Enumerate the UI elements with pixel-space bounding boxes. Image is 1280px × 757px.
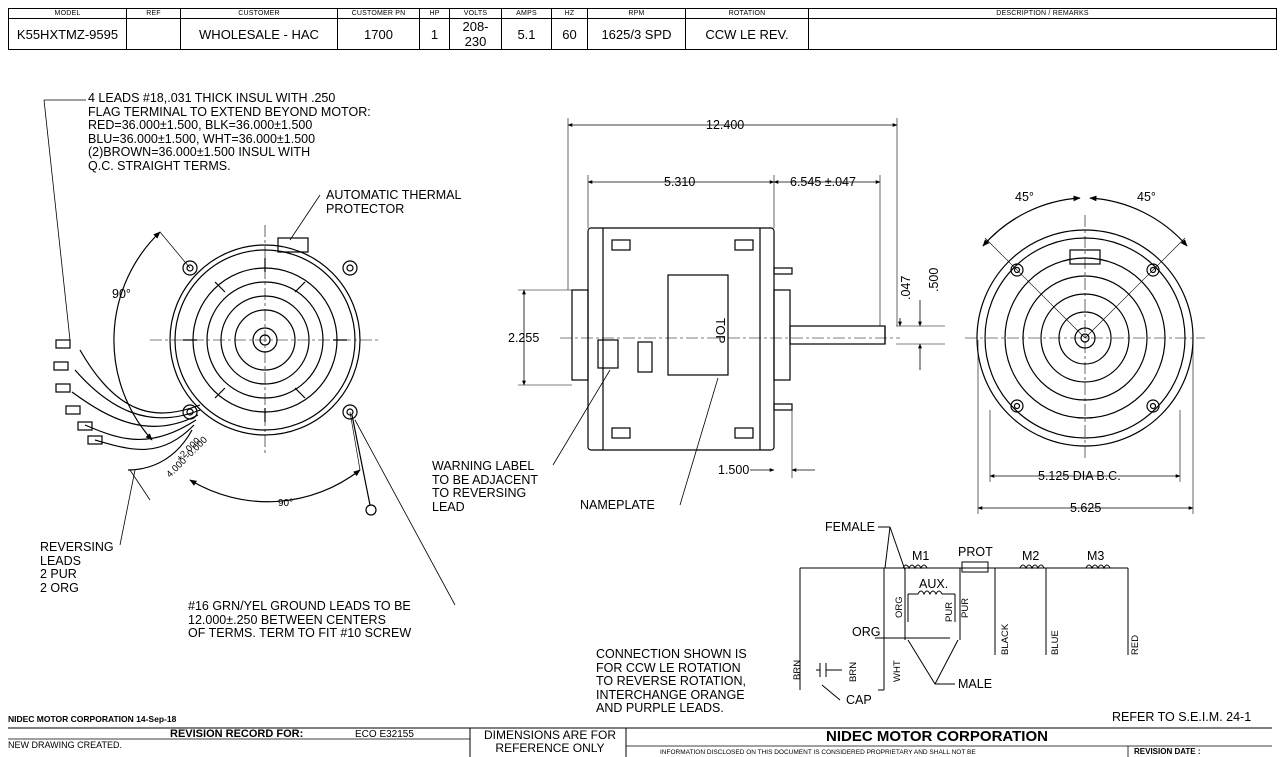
- thermal-protector-note: AUTOMATIC THERMAL PROTECTOR: [326, 188, 462, 216]
- customer-value: WHOLESALE - HAC: [180, 18, 338, 50]
- angle-90-left: 90°: [112, 287, 131, 301]
- revision-record-label: REVISION RECORD FOR:: [170, 728, 304, 740]
- eco-number: ECO E32155: [355, 729, 414, 740]
- top-mark: TOP: [713, 318, 727, 343]
- brn-label-a: BRN: [792, 660, 803, 680]
- dim-hub-diameter: 2.255: [508, 331, 539, 345]
- dim-shaft-length: 6.545 ±.047: [790, 175, 856, 189]
- nameplate-note: NAMEPLATE: [580, 498, 655, 512]
- ref-value: [126, 18, 181, 50]
- angle-90-bottom: 90°: [278, 498, 293, 509]
- dim-stud: 1.500: [718, 463, 749, 477]
- wht-label: WHT: [892, 660, 903, 682]
- dim-flange-diameter: 5.625: [1070, 501, 1101, 515]
- org-label: ORG: [852, 625, 880, 639]
- rpm-value: 1625/3 SPD: [587, 18, 686, 50]
- warning-label-note: WARNING LABEL TO BE ADJACENT TO REVERSIN…: [432, 459, 539, 514]
- rotation-value: CCW LE REV.: [685, 18, 809, 50]
- dim-body-length: 5.310: [664, 175, 695, 189]
- m2-label: M2: [1022, 549, 1039, 563]
- brn-label-b: BRN: [848, 662, 859, 682]
- amps-value: 5.1: [501, 18, 552, 50]
- male-label: MALE: [958, 677, 992, 691]
- ground-leads-note: #16 GRN/YEL GROUND LEADS TO BE 12.000±.2…: [188, 599, 412, 640]
- black-label: BLACK: [1000, 623, 1011, 655]
- hz-value: 60: [551, 18, 588, 50]
- m3-label: M3: [1087, 549, 1104, 563]
- angle-45-right: 45°: [1137, 190, 1156, 204]
- blue-label: BLUE: [1050, 630, 1061, 655]
- new-drawing-note: NEW DRAWING CREATED.: [8, 740, 122, 750]
- connection-note: CONNECTION SHOWN IS FOR CCW LE ROTATION …: [596, 647, 747, 715]
- cap-label: CAP: [846, 693, 872, 707]
- spec-table: MODEL REF CUSTOMER CUSTOMER PN HP VOLTS …: [8, 8, 1277, 50]
- angle-45-left: 45°: [1015, 190, 1034, 204]
- refer-note: REFER TO S.E.I.M. 24-1: [1112, 710, 1252, 724]
- revision-date-label: REVISION DATE :: [1134, 747, 1201, 756]
- dim-shaft-diameter: .500: [927, 268, 941, 292]
- red-label: RED: [1130, 635, 1141, 655]
- dim-overall-length: 12.400: [706, 118, 744, 132]
- dimensions-reference: DIMENSIONS ARE FOR REFERENCE ONLY: [483, 728, 617, 755]
- side-view: [518, 118, 945, 506]
- aux-label: AUX.: [919, 577, 948, 591]
- female-label: FEMALE: [825, 520, 875, 534]
- shaft-end-view: [965, 195, 1205, 514]
- corp-date: NIDEC MOTOR CORPORATION 14-Sep-18: [8, 714, 177, 724]
- prot-label: PROT: [958, 545, 993, 559]
- org-vert-label: ORG: [894, 596, 905, 618]
- description-value: [808, 18, 1277, 50]
- proprietary-notice: INFORMATION DISCLOSED ON THIS DOCUMENT I…: [660, 749, 976, 756]
- pur-label-a: PUR: [944, 602, 955, 622]
- dim-bolt-circle: 5.125 DIA B.C.: [1038, 469, 1121, 483]
- pur-label-b: PUR: [960, 598, 971, 618]
- model-value: K55HXTMZ-9595: [8, 18, 127, 50]
- reversing-leads-note: REVERSING LEADS 2 PUR 2 ORG: [40, 540, 114, 595]
- company-name: NIDEC MOTOR CORPORATION: [826, 728, 1048, 745]
- lead-end-view: [43, 99, 456, 606]
- wiring-diagram: [799, 526, 1129, 701]
- leads-note: 4 LEADS #18,.031 THICK INSUL WITH .250 F…: [88, 91, 371, 173]
- lead-dim-b: 4.000 -0.000: [164, 435, 210, 481]
- dim-flat: .047: [899, 276, 913, 300]
- m1-label: M1: [912, 549, 929, 563]
